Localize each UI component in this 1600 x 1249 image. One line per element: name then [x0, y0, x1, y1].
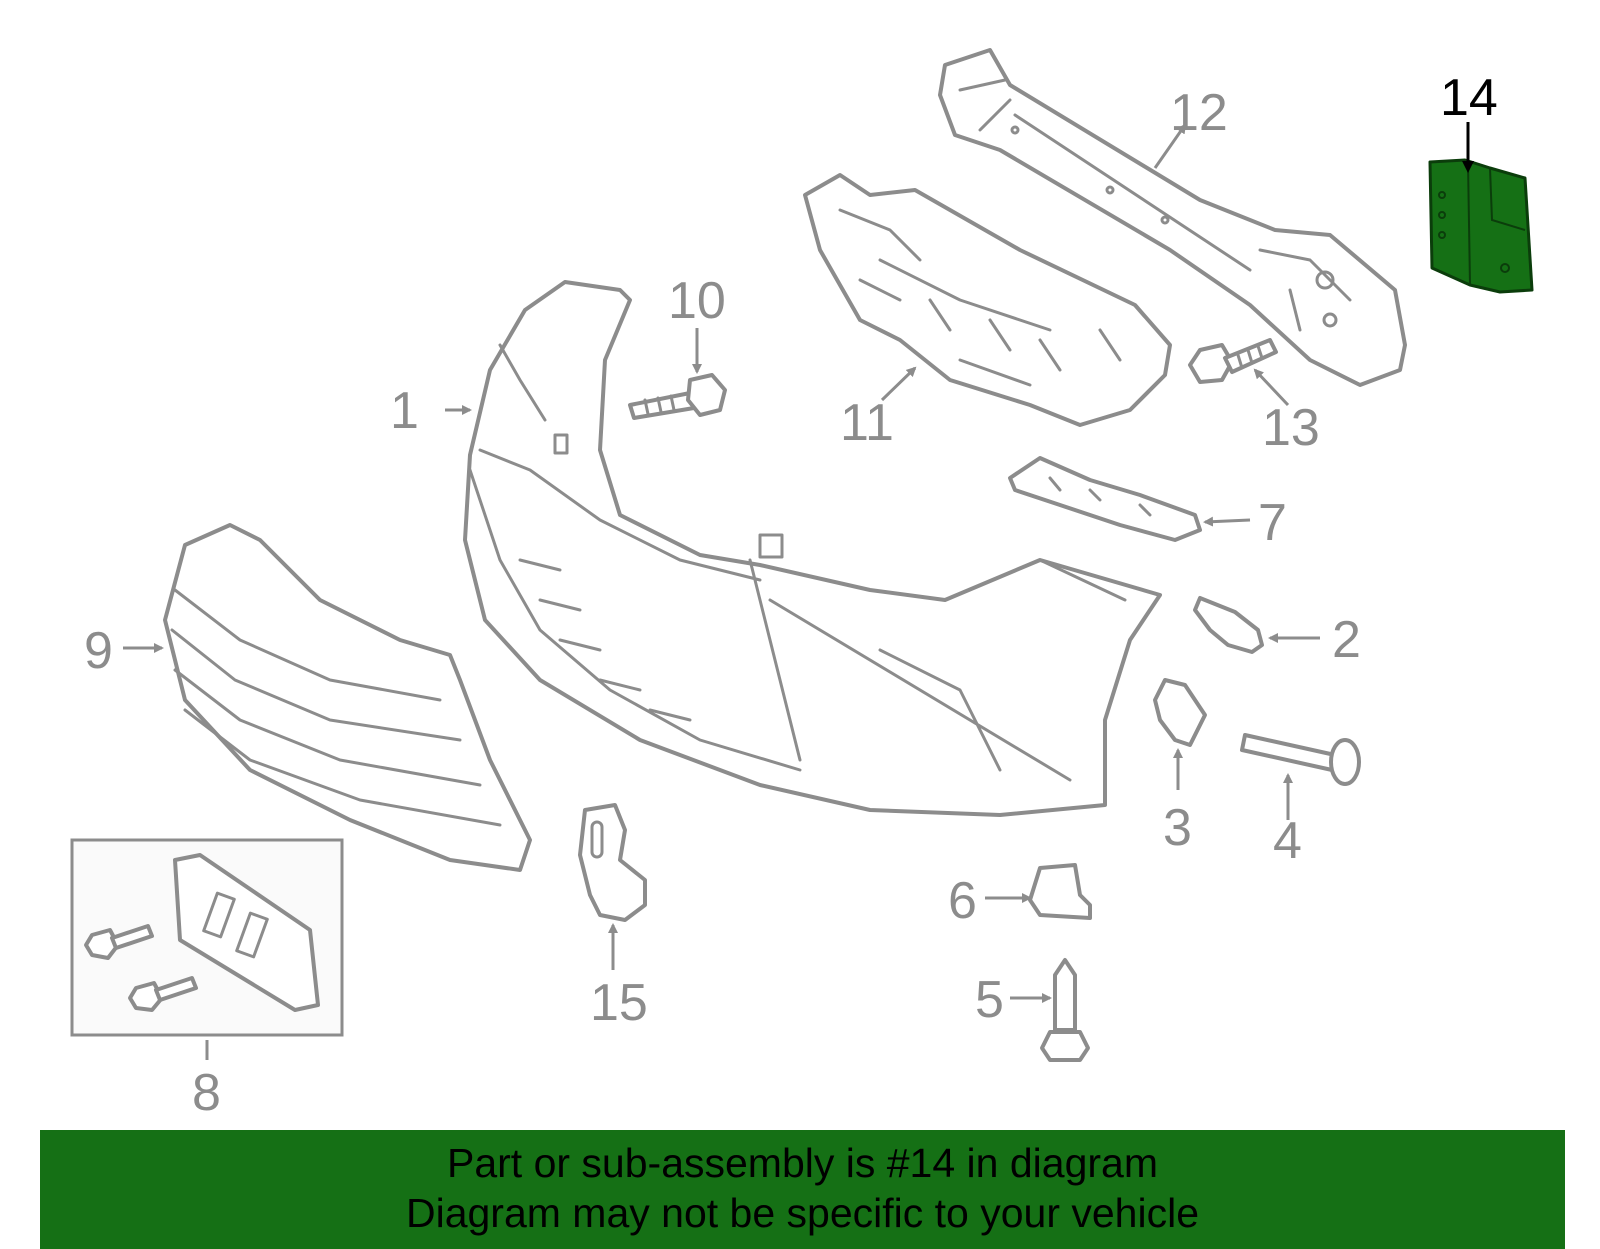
callout-9: 9 [84, 622, 113, 680]
part-2-clip[interactable] [1193, 596, 1264, 654]
part-1-bumper-cover[interactable] [463, 280, 1162, 817]
callout-2: 2 [1332, 611, 1361, 669]
callout-12: 12 [1170, 84, 1228, 142]
callout-lines [123, 122, 1474, 1060]
part-8-license-bracket-inset[interactable] [70, 838, 344, 1037]
part-3-nut[interactable] [1153, 678, 1207, 747]
part-13-bolt[interactable] [1188, 338, 1278, 384]
banner-line-disclaimer: Diagram may not be specific to your vehi… [405, 1190, 1199, 1236]
callout-3: 3 [1163, 799, 1192, 857]
info-banner: Part or sub-assembly is #14 in diagram D… [40, 1130, 1565, 1249]
callout-11: 11 [840, 394, 894, 452]
part-9-grille[interactable] [163, 523, 532, 872]
part-15-sensor-bracket[interactable] [578, 803, 647, 922]
part-10-bolt[interactable] [628, 373, 727, 420]
callout-13: 13 [1262, 399, 1320, 457]
part-14-bracket-highlighted[interactable] [1428, 158, 1534, 294]
part-7-absorber-strip[interactable] [1008, 456, 1202, 542]
callout-6: 6 [948, 872, 977, 930]
callout-1: 1 [390, 382, 419, 440]
callout-4: 4 [1273, 812, 1302, 870]
callout-7: 7 [1258, 494, 1287, 552]
part-11-energy-absorber[interactable] [803, 173, 1172, 427]
banner-line-part: Part or sub-assembly is #14 in diagram [447, 1140, 1158, 1186]
part-12-reinforcement-beam[interactable] [938, 48, 1407, 387]
callout-15: 15 [590, 974, 648, 1032]
part-6-clip-nut[interactable] [1028, 863, 1092, 920]
callout-numbers: 1 2 3 4 5 6 7 8 9 10 11 12 13 14 15 [84, 69, 1498, 1122]
callout-8: 8 [192, 1064, 221, 1122]
callout-5: 5 [975, 971, 1004, 1029]
part-4-bolt[interactable] [1240, 733, 1361, 786]
callout-14: 14 [1440, 69, 1498, 127]
part-5-screw[interactable] [1040, 958, 1090, 1062]
callout-10: 10 [668, 272, 726, 330]
